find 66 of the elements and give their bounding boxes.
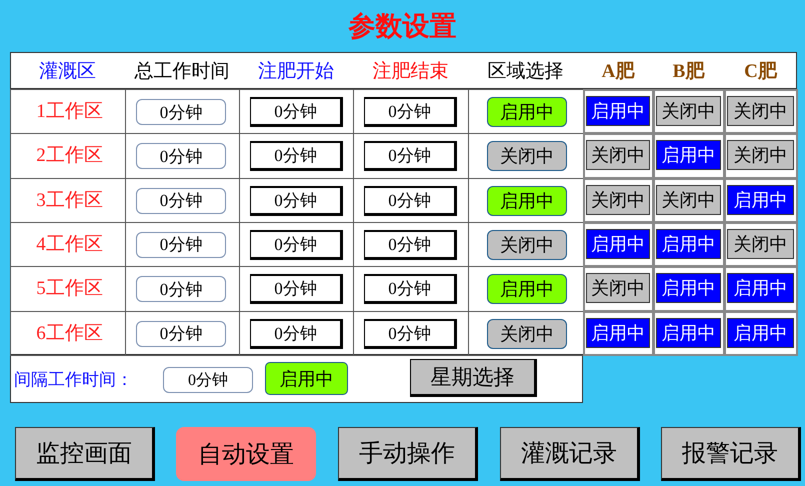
toggle-button: 启用中	[656, 318, 721, 348]
toggle-button: 启用中	[487, 274, 567, 304]
zone-label: 6工作区	[35, 322, 104, 346]
toggle-button: 关闭中	[727, 228, 794, 259]
time-field: 0分钟	[364, 230, 457, 260]
time-field: 0分钟	[136, 320, 226, 347]
time-field: 0分钟	[136, 143, 226, 170]
toggle-button: 启用中	[727, 318, 794, 348]
toggle-button: 启用中	[656, 273, 721, 304]
nav-button: 自动设置	[176, 427, 316, 481]
toggle-button: 关闭中	[727, 140, 794, 170]
toggle-button: 启用中	[727, 273, 794, 304]
time-field: 0分钟	[136, 232, 226, 258]
toggle-button: 关闭中	[656, 184, 721, 215]
toggle-button: 关闭中	[487, 230, 567, 260]
time-field: 0分钟	[364, 97, 457, 127]
toggle-button: 启用中	[727, 184, 794, 215]
time-field: 0分钟	[163, 367, 253, 393]
zone-label: 4工作区	[35, 232, 104, 257]
time-field: 0分钟	[136, 188, 226, 214]
toggle-button: 启用中	[487, 186, 567, 216]
time-field: 0分钟	[136, 276, 226, 302]
nav-button: 手动操作	[338, 427, 478, 481]
column-header: 区域选择	[486, 60, 564, 84]
time-field: 0分钟	[364, 141, 457, 172]
time-field: 0分钟	[250, 274, 343, 304]
toggle-button: 关闭中	[586, 273, 650, 304]
toggle-button: 启用中	[656, 228, 721, 259]
toggle-button: 启用中	[586, 228, 650, 259]
toggle-button: 关闭中	[487, 318, 567, 349]
time-field: 0分钟	[250, 318, 343, 349]
toggle-button: 关闭中	[727, 96, 794, 126]
column-header: 注肥结束	[372, 60, 450, 84]
toggle-button: 关闭中	[586, 184, 650, 215]
column-header: B肥	[672, 60, 706, 84]
time-field: 0分钟	[136, 99, 226, 125]
toggle-button: 启用中	[586, 318, 650, 348]
interval-label: 间隔工作时间：	[14, 368, 134, 390]
zone-label: 3工作区	[35, 188, 104, 213]
column-header: C肥	[743, 60, 778, 84]
time-field: 0分钟	[250, 97, 343, 127]
toggle-button: 启用中	[656, 140, 721, 170]
column-header: A肥	[600, 60, 636, 84]
toggle-button: 关闭中	[586, 140, 650, 170]
zone-label: 2工作区	[35, 144, 104, 168]
zone-label: 1工作区	[35, 100, 104, 124]
toggle-button: 关闭中	[656, 96, 721, 126]
column-header: 注肥开始	[257, 60, 335, 84]
nav-button: 灌溉记录	[500, 427, 640, 481]
toggle-button: 启用中	[265, 362, 348, 395]
column-header: 灌溉区	[38, 60, 97, 84]
toggle-button: 启用中	[487, 97, 567, 127]
time-field: 0分钟	[250, 186, 343, 216]
screen-title: 参数设置	[348, 10, 458, 43]
nav-button: 报警记录	[661, 427, 801, 481]
weekday-button: 星期选择	[410, 359, 537, 397]
time-field: 0分钟	[250, 230, 343, 260]
column-header: 总工作时间	[134, 60, 230, 84]
time-field: 0分钟	[364, 318, 457, 349]
zone-label: 5工作区	[35, 277, 104, 302]
toggle-button: 关闭中	[487, 141, 567, 172]
time-field: 0分钟	[364, 186, 457, 216]
toggle-button: 启用中	[586, 96, 650, 126]
time-field: 0分钟	[364, 274, 457, 304]
time-field: 0分钟	[250, 141, 343, 172]
nav-button: 监控画面	[15, 427, 155, 481]
